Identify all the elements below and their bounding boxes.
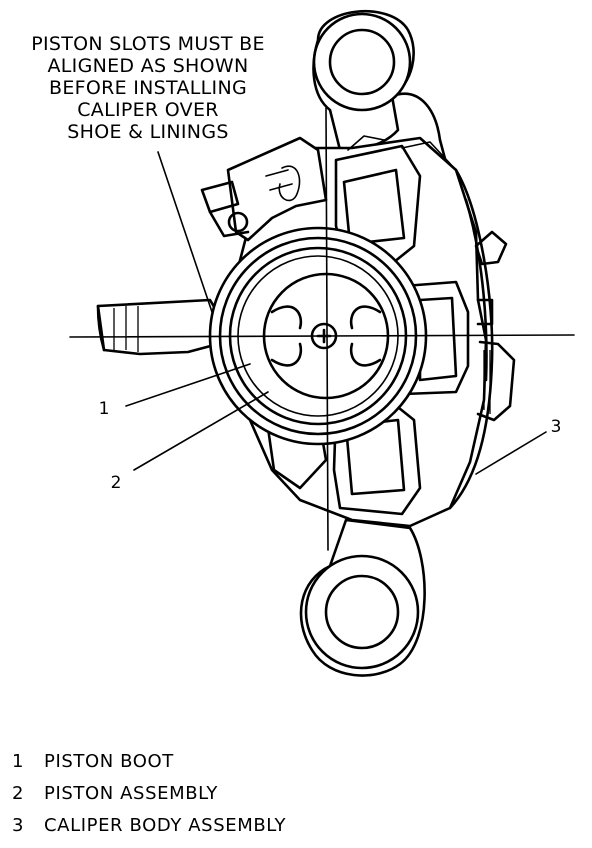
note-line-5: SHOE & LININGS [67,121,228,143]
legend-label: CALIPER BODY ASSEMBLY [44,815,287,836]
callout-numbers: 1 2 3 [99,399,562,493]
note-line-1: PISTON SLOTS MUST BE [31,33,265,55]
legend-label: PISTON BOOT [44,751,174,772]
legend-number: 3 [12,815,24,836]
callout-3: 3 [551,417,562,437]
parts-legend: 1 PISTON BOOT 2 PISTON ASSEMBLY 3 CALIPE… [12,751,287,836]
note-line-2: ALIGNED AS SHOWN [48,55,249,77]
callout-2: 2 [111,473,122,493]
instruction-note: PISTON SLOTS MUST BE ALIGNED AS SHOWN BE… [31,33,265,143]
legend-number: 1 [12,751,24,772]
legend-label: PISTON ASSEMBLY [44,783,218,804]
legend-item: 2 PISTON ASSEMBLY [12,783,218,804]
legend-number: 2 [12,783,24,804]
legend-item: 3 CALIPER BODY ASSEMBLY [12,815,287,836]
upper-mounting-ear [312,9,450,172]
center-lines [69,107,575,551]
note-line-4: CALIPER OVER [77,99,219,121]
legend-item: 1 PISTON BOOT [12,751,174,772]
note-line-3: BEFORE INSTALLING [49,77,247,99]
leader-lines [125,151,547,475]
lower-mounting-ear [299,518,426,677]
callout-1: 1 [99,399,110,419]
